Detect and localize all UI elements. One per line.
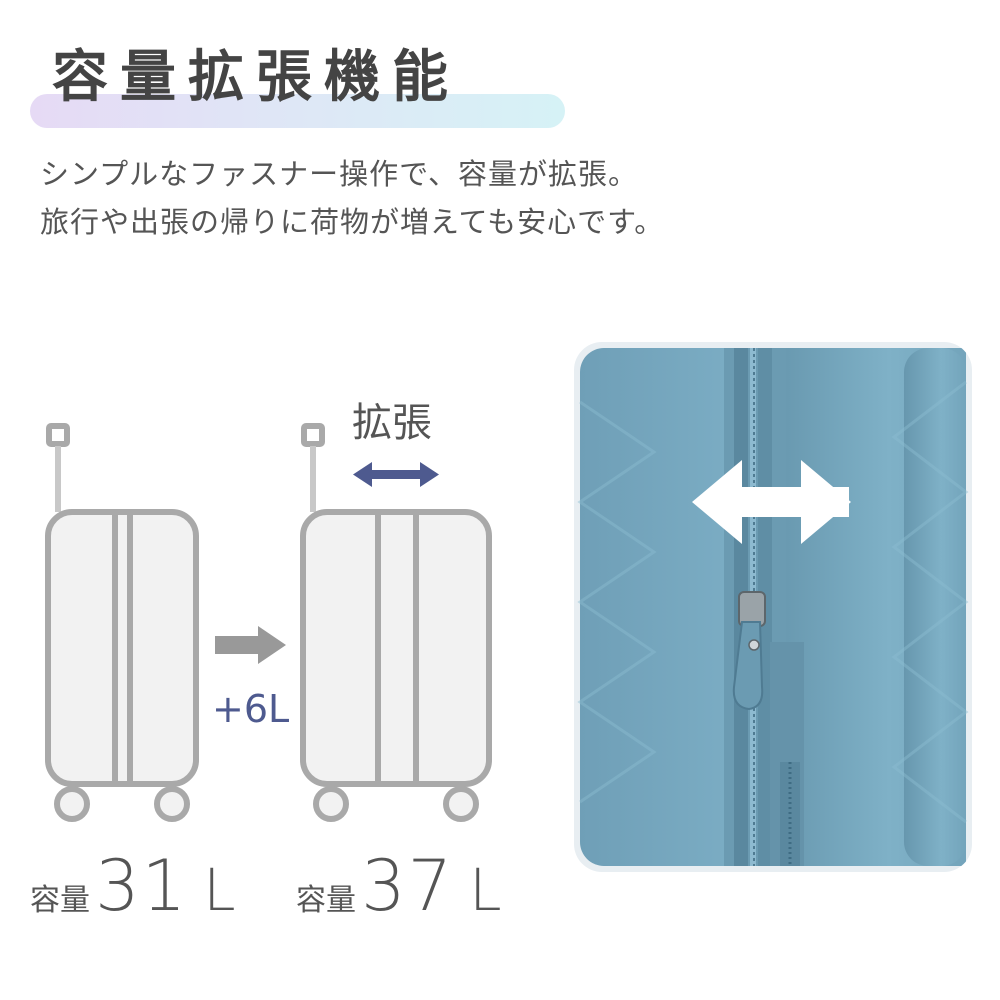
- expansion-diagram: [45, 423, 492, 822]
- description: シンプルなファスナー操作で、容量が拡張。 旅行や出張の帰りに荷物が増えても安心で…: [40, 150, 664, 246]
- suitcase-after-icon: [300, 423, 492, 822]
- capacity-before-unit: L: [203, 856, 236, 924]
- title-highlight: [30, 94, 565, 128]
- capacity-after-number: 37: [361, 845, 455, 927]
- capacity-before-label: 容量: [30, 883, 90, 918]
- description-line-1: シンプルなファスナー操作で、容量が拡張。: [40, 157, 638, 191]
- arrow-right-icon: [215, 626, 286, 664]
- double-arrow-horizontal-icon: [692, 460, 851, 544]
- suitcase-before-icon: [45, 423, 199, 822]
- expand-label: 拡張: [352, 400, 432, 446]
- luggage-zipper-illustration: [577, 348, 969, 866]
- capacity-after-unit: L: [469, 856, 502, 924]
- capacity-before-number: 31: [95, 845, 189, 927]
- description-line-2: 旅行や出張の帰りに荷物が増えても安心です。: [40, 205, 665, 239]
- zipper-photo: [574, 342, 972, 872]
- capacity-after: 容量 37 L: [296, 845, 502, 927]
- capacity-increase-label: +6L: [212, 687, 290, 731]
- page-title: 容量拡張機能: [52, 45, 460, 110]
- zipper-puller: [732, 591, 766, 711]
- title-block: 容量拡張機能: [30, 30, 565, 135]
- capacity-after-label: 容量: [296, 883, 356, 918]
- double-arrow-horizontal-icon: [353, 462, 439, 487]
- capacity-before: 容量 31 L: [30, 845, 236, 927]
